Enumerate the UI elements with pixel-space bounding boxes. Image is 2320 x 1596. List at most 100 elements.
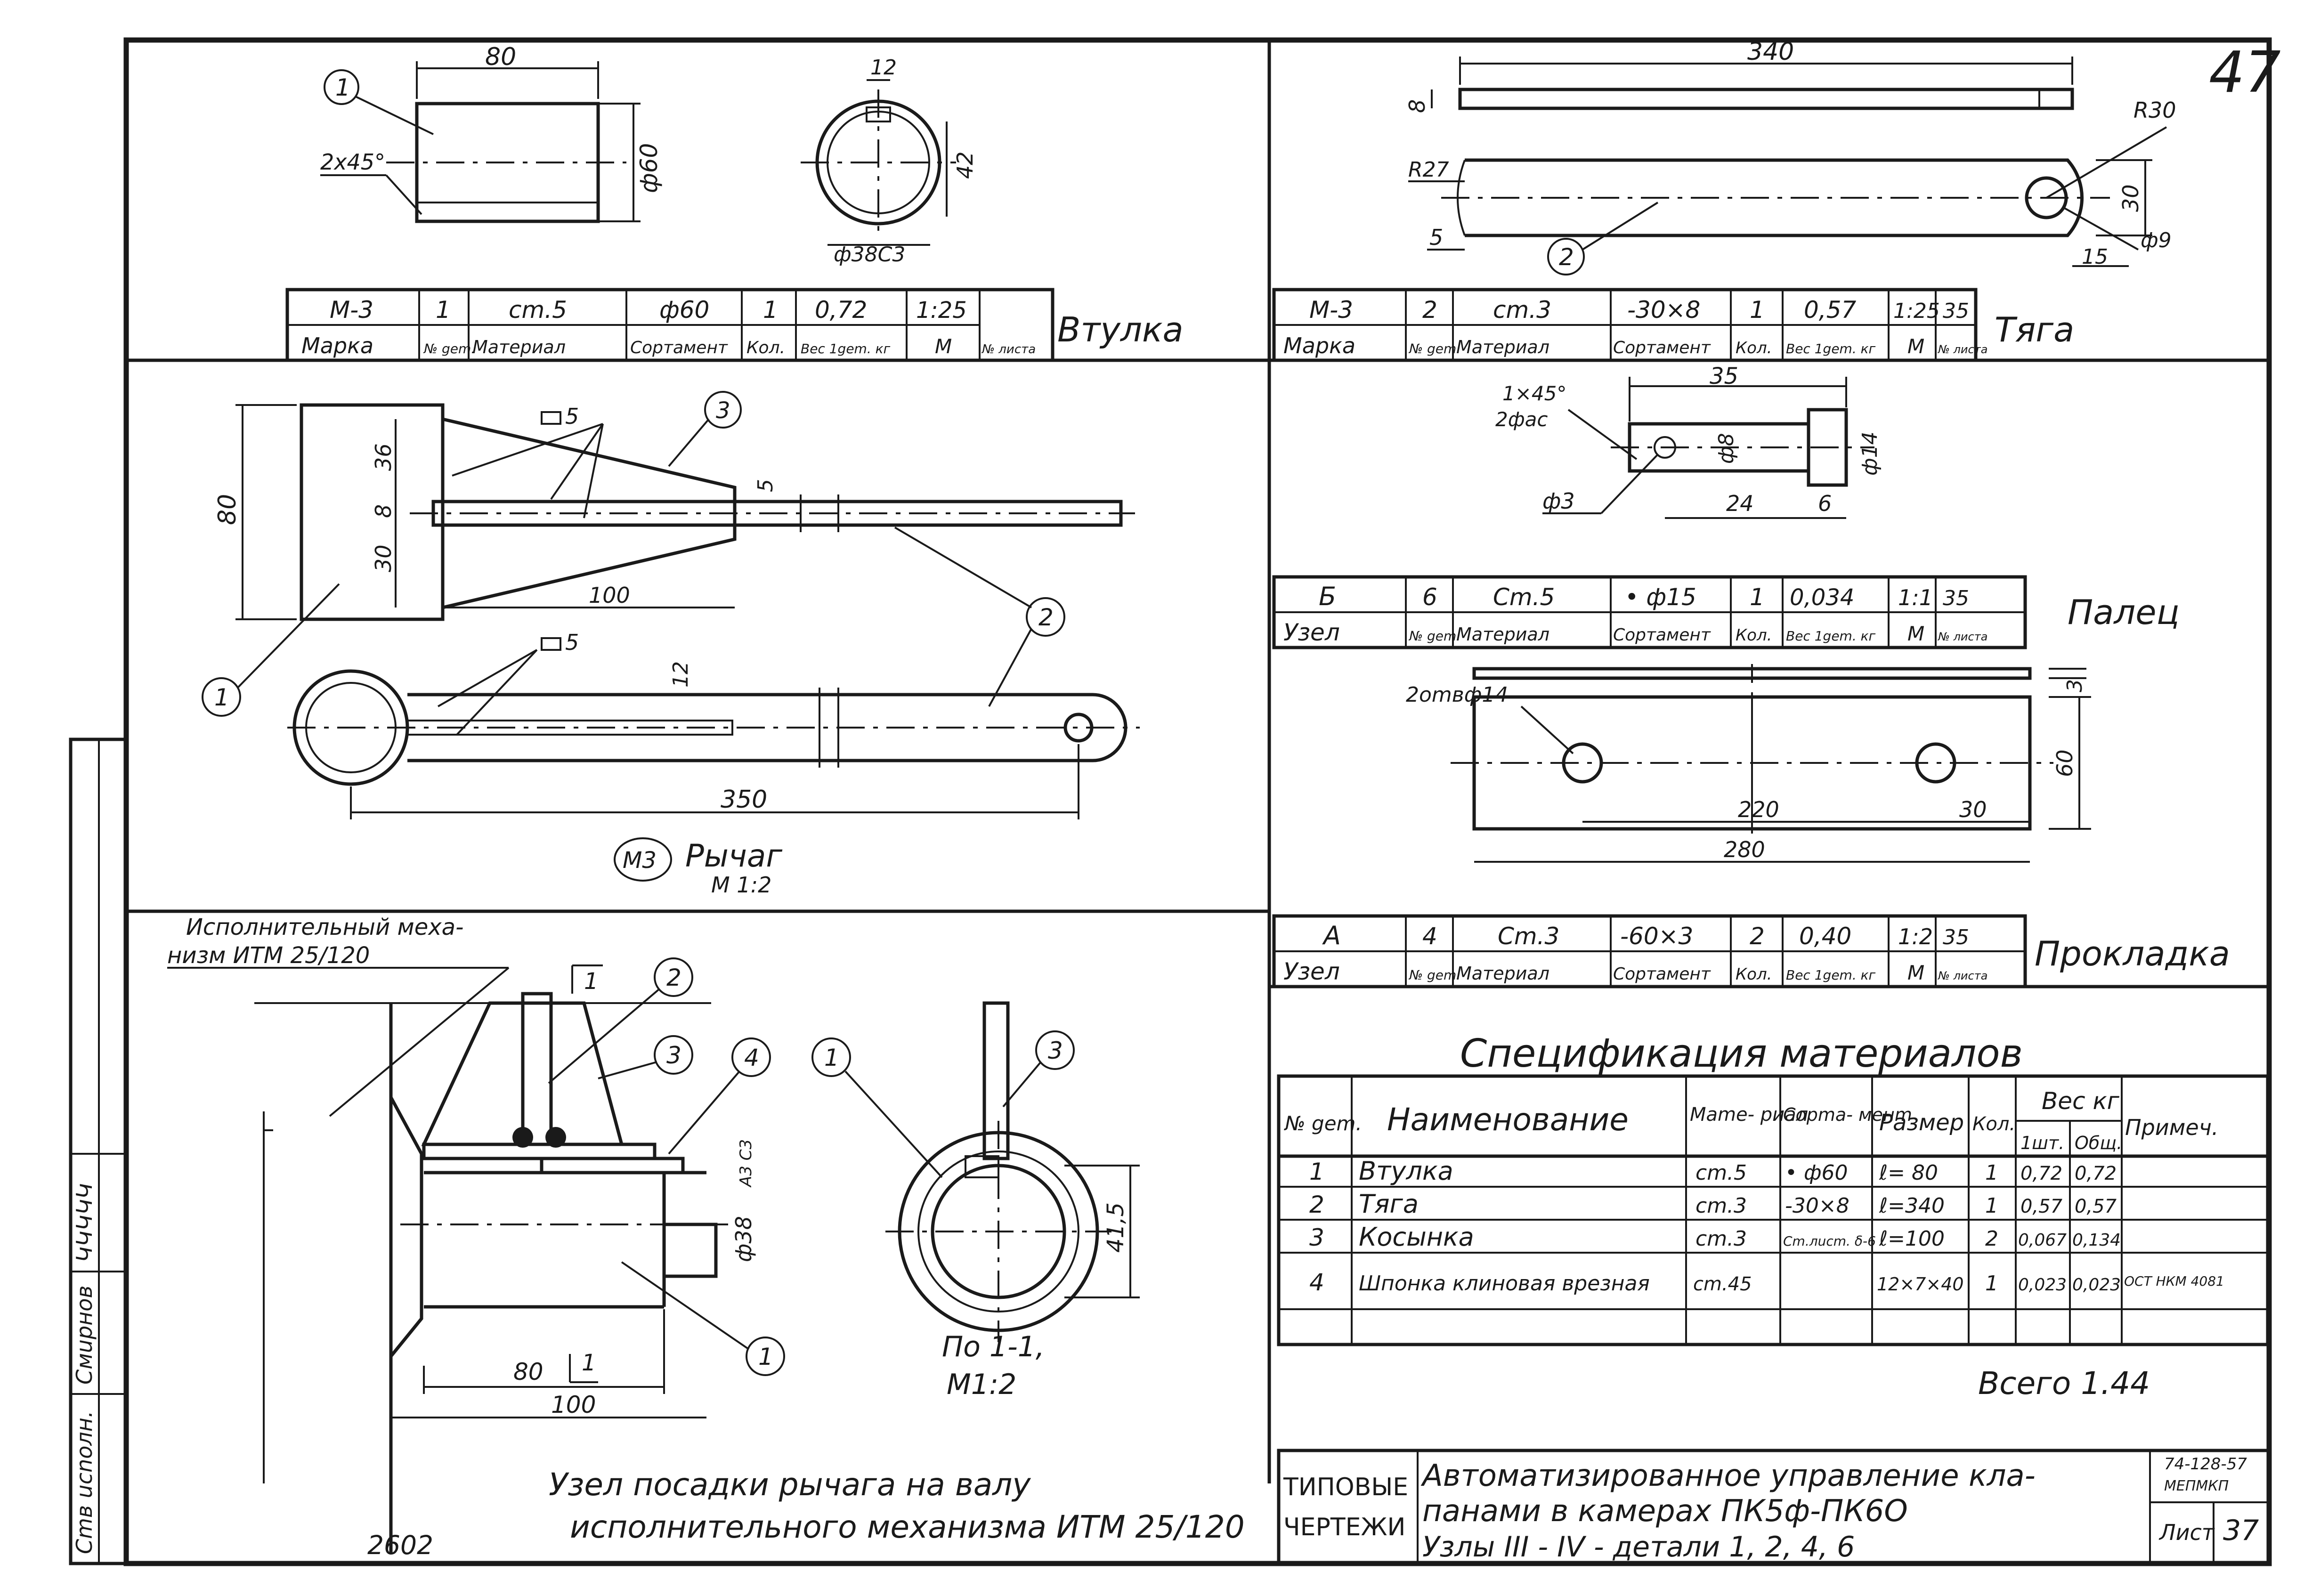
spec-row-1-wt: 0,72: [2075, 1163, 2117, 1184]
rod-name: Тяга: [1995, 310, 2074, 349]
mount-fit-dim: A3 C3: [737, 1139, 755, 1188]
rod-edge-dim: 15: [2082, 245, 2108, 269]
pin-hdr-scale: M: [1907, 622, 1924, 645]
bushing-drawing: 1 80 2x45° ф60 12 42 ф38С3: [320, 43, 978, 267]
spec-row-3-wt: 0,134: [2072, 1231, 2121, 1250]
pad-part-no: 4: [1422, 923, 1437, 950]
rod-hole-dim: ф9: [2141, 228, 2172, 252]
pin-d1-dim: ф8: [1714, 433, 1738, 464]
pad-hdr-weight: Вес 1gem. кг: [1786, 967, 1876, 983]
mount-section-label: По 1-1,: [942, 1330, 1045, 1363]
lever-label-badge: M3: [623, 847, 657, 874]
lever-length-dim: 350: [721, 786, 767, 814]
mount-section-mark-top: 1: [584, 968, 599, 995]
mount-drawing: Исполнительный меха- низм ИТМ 25/120 1 ф…: [167, 914, 1245, 1554]
pin-length-dim: 35: [1710, 363, 1738, 389]
spec-row-1-qty: 1: [1985, 1161, 1998, 1185]
pin-scale: 1:1: [1898, 585, 1933, 610]
spec-row-1-w1: 0,72: [2020, 1163, 2062, 1184]
pin-title-table: Б 6 Cm.5 • ф15 1 0,034 1:1 35 Узел № gem…: [1272, 575, 2180, 649]
mount-callout-1: 1: [758, 1343, 773, 1370]
spec-row-4-no: 4: [1309, 1269, 1324, 1296]
mount-mechanism-label-line-1: Исполнительный меха-: [186, 914, 463, 940]
spec-hdr-w1: 1шт.: [2020, 1133, 2064, 1153]
rod-sortament: -30×8: [1627, 296, 1700, 324]
mount-section-callout-1: 1: [824, 1044, 839, 1071]
bushing-callout: 1: [335, 74, 350, 101]
pad-hdr-part-no: № gem.: [1408, 967, 1460, 983]
pad-title-table: A 4 Cm.3 -60×3 2 0,40 1:2 35 Узел № gem.…: [1272, 914, 2230, 988]
title-block-series-line-2: ЧЕРТЕЖИ: [1283, 1513, 1405, 1541]
lever-label: Рычаг: [685, 838, 782, 874]
pad-length-dim: 280: [1724, 837, 1765, 862]
spec-row-4-name: Шпонка клиновая врезная: [1359, 1272, 1650, 1296]
bushing-name: Втулка: [1057, 310, 1184, 349]
spec-row-4-w1: 0,023: [2018, 1275, 2067, 1295]
bushing-hdr-material: Материал: [472, 337, 566, 357]
rod-thickness-dim: 8: [1404, 99, 1430, 113]
margin-stamp-line-3: ԿԿԿԿԿ: [72, 1183, 97, 1262]
spec-row-3-material: cm.3: [1695, 1227, 1747, 1251]
pin-row-label: Узел: [1283, 619, 1340, 646]
lever-weld-dim: 5: [565, 404, 579, 429]
mount-key-h-dim: 41,5: [1103, 1202, 1129, 1253]
bushing-length-dim: 80: [485, 43, 516, 71]
bushing-bore-dim: ф38С3: [834, 243, 905, 267]
specification-title: Спецификация материалов: [1460, 1031, 2023, 1076]
spec-hdr-size: Размер: [1879, 1110, 1964, 1136]
lever-callout-3: 3: [716, 397, 730, 424]
mount-section-callout-3: 3: [1048, 1037, 1063, 1064]
pin-part-no: 6: [1422, 583, 1437, 611]
mount-callout-3: 3: [666, 1042, 681, 1069]
lever-drawing: 80 36 8 30 100 5 5 3 5 12 350 1: [202, 391, 1140, 898]
rod-material: cm.3: [1493, 296, 1551, 324]
spec-hdr-no: № gem.: [1284, 1112, 1362, 1135]
lever-weld2-dim: 5: [754, 479, 778, 492]
lever-mid-dim: 8: [371, 504, 396, 518]
pin-drawing: 35 1×45° 2фас ф8 ф14 ф3 24 6: [1495, 363, 1882, 519]
pad-sheet-no: 35: [1943, 925, 1969, 949]
spec-row-3-sortament: Cm.лucm. δ-6: [1783, 1233, 1876, 1249]
pin-sortament: • ф15: [1625, 583, 1696, 611]
spec-row-1-size: ℓ= 80: [1879, 1161, 1938, 1185]
title-block-number-bottom: МЕПМКП: [2164, 1478, 2229, 1494]
rod-sheet-no: 35: [1943, 299, 1969, 323]
bushing-material: cm.5: [509, 296, 567, 324]
bushing-key-width-dim: 12: [870, 56, 897, 80]
pad-sortament: -60×3: [1620, 923, 1693, 950]
rod-hdr-qty: Кол.: [1736, 339, 1772, 357]
pin-hdr-sheet-no: № листа: [1937, 630, 1987, 643]
lever-callout-2: 2: [1038, 604, 1054, 631]
bushing-chamfer-dim: 2x45°: [320, 149, 385, 175]
bushing-hdr-sheet-no: № листа: [981, 342, 1036, 356]
pad-drawing: 2omвф14 3 60 220 30 280: [1406, 664, 2091, 863]
title-block-series-line-1: ТИПОВЫЕ: [1283, 1473, 1408, 1501]
bushing-sortament: ф60: [659, 296, 709, 324]
spec-hdr-qty: Кол.: [1972, 1113, 2015, 1135]
pad-hdr-material: Материал: [1456, 963, 1549, 984]
spec-hdr-weight-group: Вес кг: [2042, 1087, 2120, 1115]
rod-title-table: M-3 2 cm.3 -30×8 1 0,57 1:25 35 Mарка № …: [1272, 288, 2074, 362]
pin-hdr-weight: Вес 1gem. кг: [1786, 628, 1876, 644]
rod-offset-dim: 5: [1429, 225, 1443, 250]
spec-hdr-wt: Общ.: [2075, 1133, 2122, 1153]
page-number: 47: [2209, 40, 2281, 105]
spec-row-1-material: cm.5: [1695, 1161, 1747, 1185]
margin-stamp-line-2: Cмuрнoв: [72, 1285, 97, 1385]
spec-hdr-note: Примеч.: [2125, 1115, 2219, 1140]
lever-gusset-len-dim: 100: [589, 583, 630, 608]
spec-row-3-no: 3: [1309, 1224, 1324, 1251]
spec-hdr-name: Наименование: [1387, 1102, 1629, 1138]
pin-hdr-qty: Кол.: [1736, 626, 1772, 645]
spec-row-2-sortament: -30×8: [1785, 1194, 1850, 1218]
mount-callout-2: 2: [666, 964, 681, 991]
spec-row-2-material: cm.3: [1695, 1194, 1747, 1218]
mount-section-mark-bottom: 1: [582, 1350, 596, 1376]
rod-hdr-sheet-no: № листа: [1937, 343, 1987, 356]
title-block-title-line-2: панами в камерах ПК5ф-ПК6О: [1422, 1494, 1908, 1529]
bushing-hdr-scale: M: [935, 335, 952, 358]
bushing-part-no: 1: [436, 296, 451, 324]
pin-chamfer-dim: 1×45°: [1502, 382, 1566, 405]
pad-height-dim: 60: [2052, 749, 2077, 777]
